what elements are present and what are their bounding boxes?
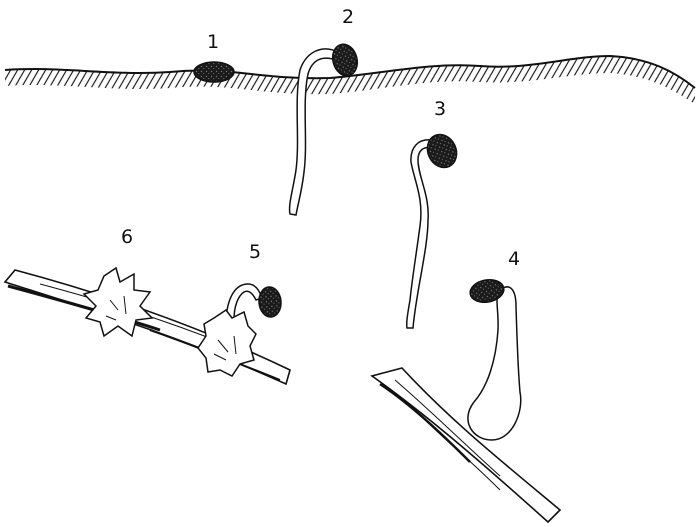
- label-stage-3: 3: [434, 98, 446, 120]
- stage-2-germination: [290, 41, 361, 215]
- label-stage-5: 5: [249, 241, 261, 263]
- stage-1-seed: [194, 62, 234, 82]
- host-root-right: [372, 368, 560, 522]
- stage-4-attached: [468, 277, 521, 440]
- label-stage-4: 4: [508, 248, 520, 270]
- label-stage-6: 6: [121, 226, 133, 248]
- label-stage-1: 1: [207, 31, 219, 53]
- label-stage-2: 2: [342, 6, 354, 28]
- stage-3-seedling: [407, 130, 462, 328]
